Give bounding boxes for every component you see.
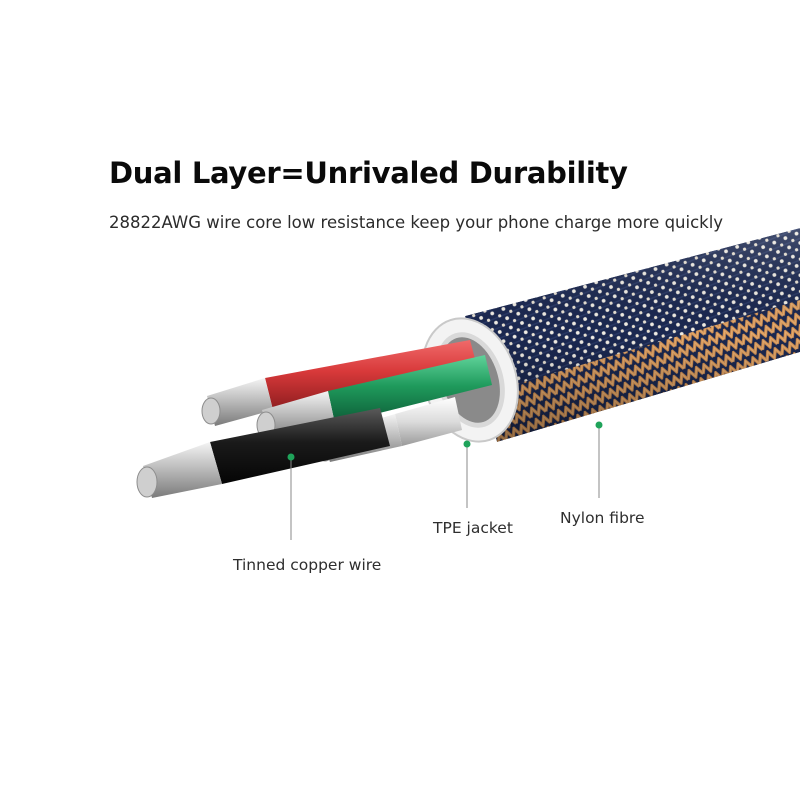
- subheadline: 28822AWG wire core low resistance keep y…: [109, 213, 724, 232]
- tpe-jacket-label: TPE jacket: [433, 519, 513, 537]
- tpe-callout-dot: [463, 440, 471, 448]
- copper-callout-dot: [287, 453, 295, 461]
- red-wire: [201, 340, 478, 426]
- nylon-callout-dot: [595, 421, 603, 429]
- nylon-braid: [465, 228, 800, 442]
- tinned-copper-wire-label: Tinned copper wire: [233, 556, 382, 574]
- headline: Dual Layer=Unrivaled Durability: [109, 156, 628, 190]
- inner-wires: [136, 340, 492, 498]
- black-wire: [136, 408, 390, 498]
- callout-markers: [287, 421, 603, 540]
- nylon-fibre-label: Nylon fibre: [560, 509, 645, 527]
